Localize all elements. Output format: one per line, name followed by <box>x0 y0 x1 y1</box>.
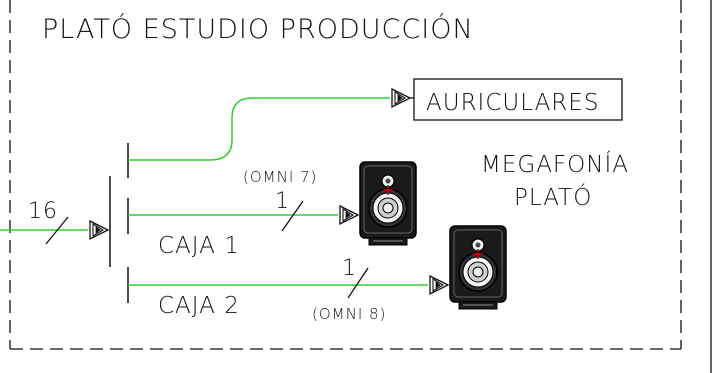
input-count: 16 <box>28 199 58 224</box>
input-arrow-icon <box>89 220 109 240</box>
zone-label-line1: MEGAFONÍA <box>481 150 629 178</box>
box1-note: (OMNI 7) <box>243 168 317 186</box>
cable-count-tick <box>45 216 69 245</box>
box1-count-tick <box>281 200 304 232</box>
box1-count: 1 <box>275 189 290 214</box>
box2-count-tick <box>347 267 369 299</box>
split-bars <box>109 143 129 303</box>
diagram-title: PLATÓ ESTUDIO PRODUCCIÓN <box>42 13 474 45</box>
box2-branch: 1 (OMNI 8) CAJA 2 <box>128 225 507 323</box>
zone-boundary <box>9 0 682 350</box>
speaker-icon <box>449 225 507 310</box>
headphones-arrow-icon <box>391 88 411 108</box>
box2-count: 1 <box>342 256 357 281</box>
box2-arrow-icon <box>429 275 449 295</box>
headphones-branch: AURICULARES <box>128 78 623 161</box>
box2-note: (OMNI 8) <box>312 305 386 323</box>
box1-label: CAJA 1 <box>158 233 240 259</box>
speaker-icon <box>359 161 417 246</box>
box2-label: CAJA 2 <box>158 293 240 319</box>
zone-label-line2: PLATÓ <box>514 183 592 211</box>
headphones-label: AURICULARES <box>426 90 599 116</box>
input-cable: 16 <box>0 199 109 245</box>
box1-branch: 1 (OMNI 7) CAJA 1 <box>128 161 417 259</box>
headphones-box <box>413 78 623 121</box>
box1-arrow-icon <box>339 205 359 225</box>
